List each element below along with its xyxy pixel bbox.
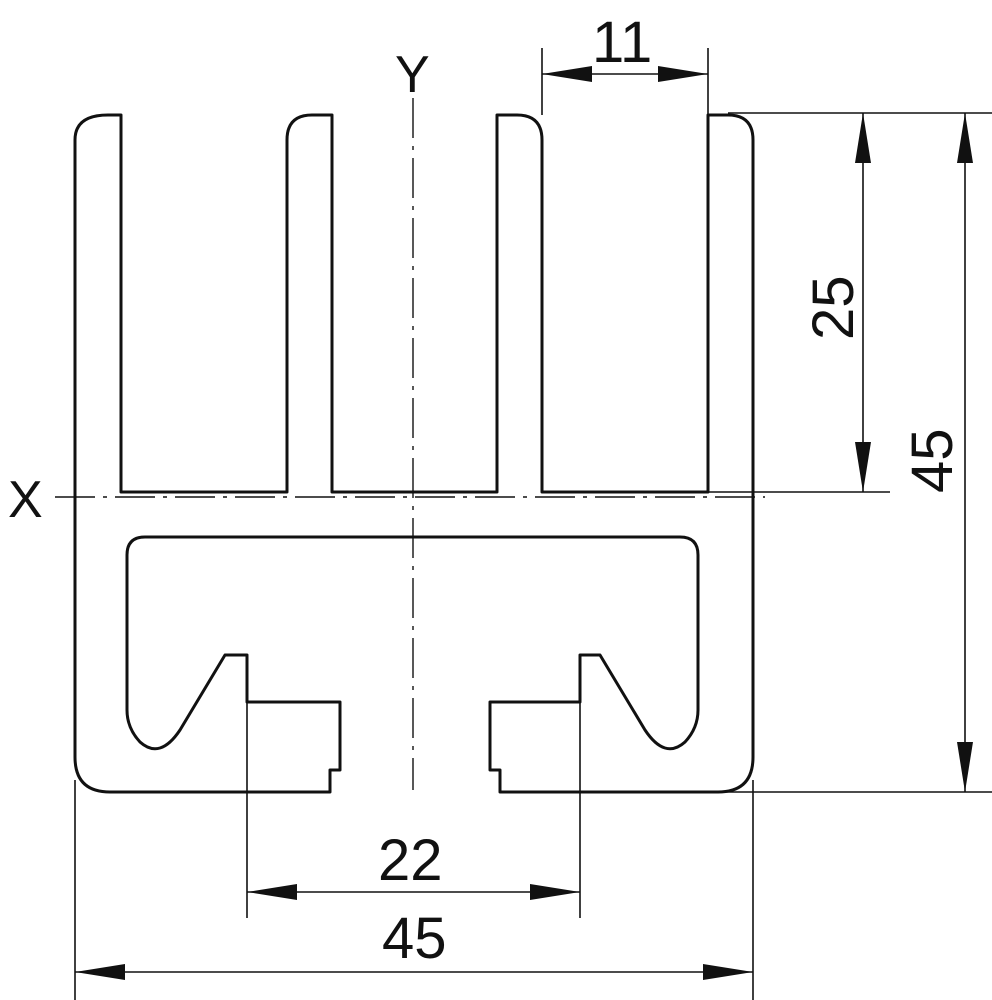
y-axis-label: Y (395, 46, 430, 104)
dimension-slot-width-label: 11 (592, 10, 652, 75)
x-axis-label: X (8, 471, 43, 529)
dimension-total-width-label: 45 (382, 906, 447, 971)
dimension-slot-opening-label: 22 (378, 828, 443, 893)
dimension-total-height: 45 (900, 113, 973, 792)
outer-profile-outline (73, 113, 755, 794)
dimension-total-width: 45 (74, 780, 754, 1000)
dimension-slot-width: 11 (541, 10, 709, 115)
dimension-fin-height-label: 25 (801, 275, 866, 340)
dimension-fin-height: 25 (801, 113, 871, 492)
dimension-slot-opening: 22 (246, 700, 581, 918)
dimension-total-height-label: 45 (900, 428, 965, 493)
